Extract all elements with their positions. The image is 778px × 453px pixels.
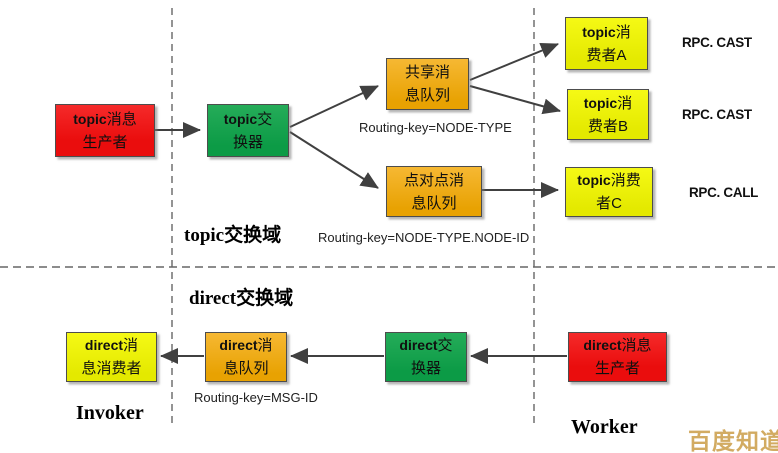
box-label-line: 者C [596, 195, 622, 212]
box-label-line: 换器 [410, 360, 441, 377]
box-label-line: topic消 [583, 94, 633, 112]
direct-consumer-box: direct消 息消费者 [66, 332, 157, 382]
box-label-line: 共享消 [404, 64, 450, 81]
direct-exchange-box: direct交 换器 [385, 332, 467, 382]
topic-domain-title: topic交换域 [184, 225, 282, 246]
box-label-line: 生产者 [594, 360, 640, 377]
direct-domain-title: direct交换域 [189, 288, 294, 309]
topic-consumer-a-box: topic消 费者A [565, 17, 648, 70]
topic-producer-box: topic消息 生产者 [55, 104, 155, 157]
box-label-line: 换器 [232, 133, 263, 151]
routing-key-shared-label: Routing-key=NODE-TYPE [359, 120, 512, 135]
rpc-cast-b-label: RPC. CAST [682, 106, 752, 122]
topic-consumer-b-box: topic消 费者B [567, 89, 649, 140]
box-label-line: 生产者 [82, 133, 128, 151]
box-label-line: direct消 [219, 337, 273, 354]
p2p-queue-box: 点对点消 息队列 [386, 166, 482, 217]
box-label-line: 息队列 [411, 194, 457, 212]
topic-exchange-box: topic交 换器 [207, 104, 289, 157]
box-label-line: topic消息 [73, 110, 137, 128]
box-label-line: 点对点消 [403, 171, 464, 189]
box-label-line: 息队列 [404, 87, 450, 104]
worker-role-label: Worker [571, 416, 638, 438]
box-label-line: direct交 [399, 337, 453, 354]
box-label-line: 费者A [586, 46, 627, 64]
rpc-call-c-label: RPC. CALL [689, 184, 759, 200]
baidu-zhidao-watermark: 百度知道 [688, 428, 778, 453]
rpc-cast-a-label: RPC. CAST [682, 34, 752, 50]
invoker-role-label: Invoker [76, 402, 144, 424]
box-label-line: 息队列 [223, 360, 269, 377]
shared-queue-box: 共享消 息队列 [386, 58, 469, 110]
arrow-shared-queue-to-consumer-b [469, 85, 561, 115]
box-label-line: 费者B [587, 117, 628, 135]
arrow-exchange-to-p2p-queue [289, 131, 379, 189]
box-label-line: direct消息 [583, 337, 652, 354]
arrow-shared-queue-to-consumer-a [469, 43, 559, 81]
box-label-line: 息消费者 [81, 360, 142, 377]
direct-producer-box: direct消息 生产者 [568, 332, 667, 382]
box-label-line: topic消费 [577, 172, 641, 189]
topic-consumer-c-box: topic消费 者C [565, 167, 653, 217]
box-label-line: topic消 [582, 23, 631, 41]
routing-key-p2p-label: Routing-key=NODE-TYPE.NODE-ID [318, 230, 530, 245]
arrow-exchange-to-shared-queue [289, 85, 379, 128]
box-label-line: topic交 [223, 110, 273, 128]
routing-key-direct-label: Routing-key=MSG-ID [194, 390, 318, 405]
direct-queue-box: direct消 息队列 [205, 332, 287, 382]
box-label-line: direct消 [84, 337, 139, 354]
